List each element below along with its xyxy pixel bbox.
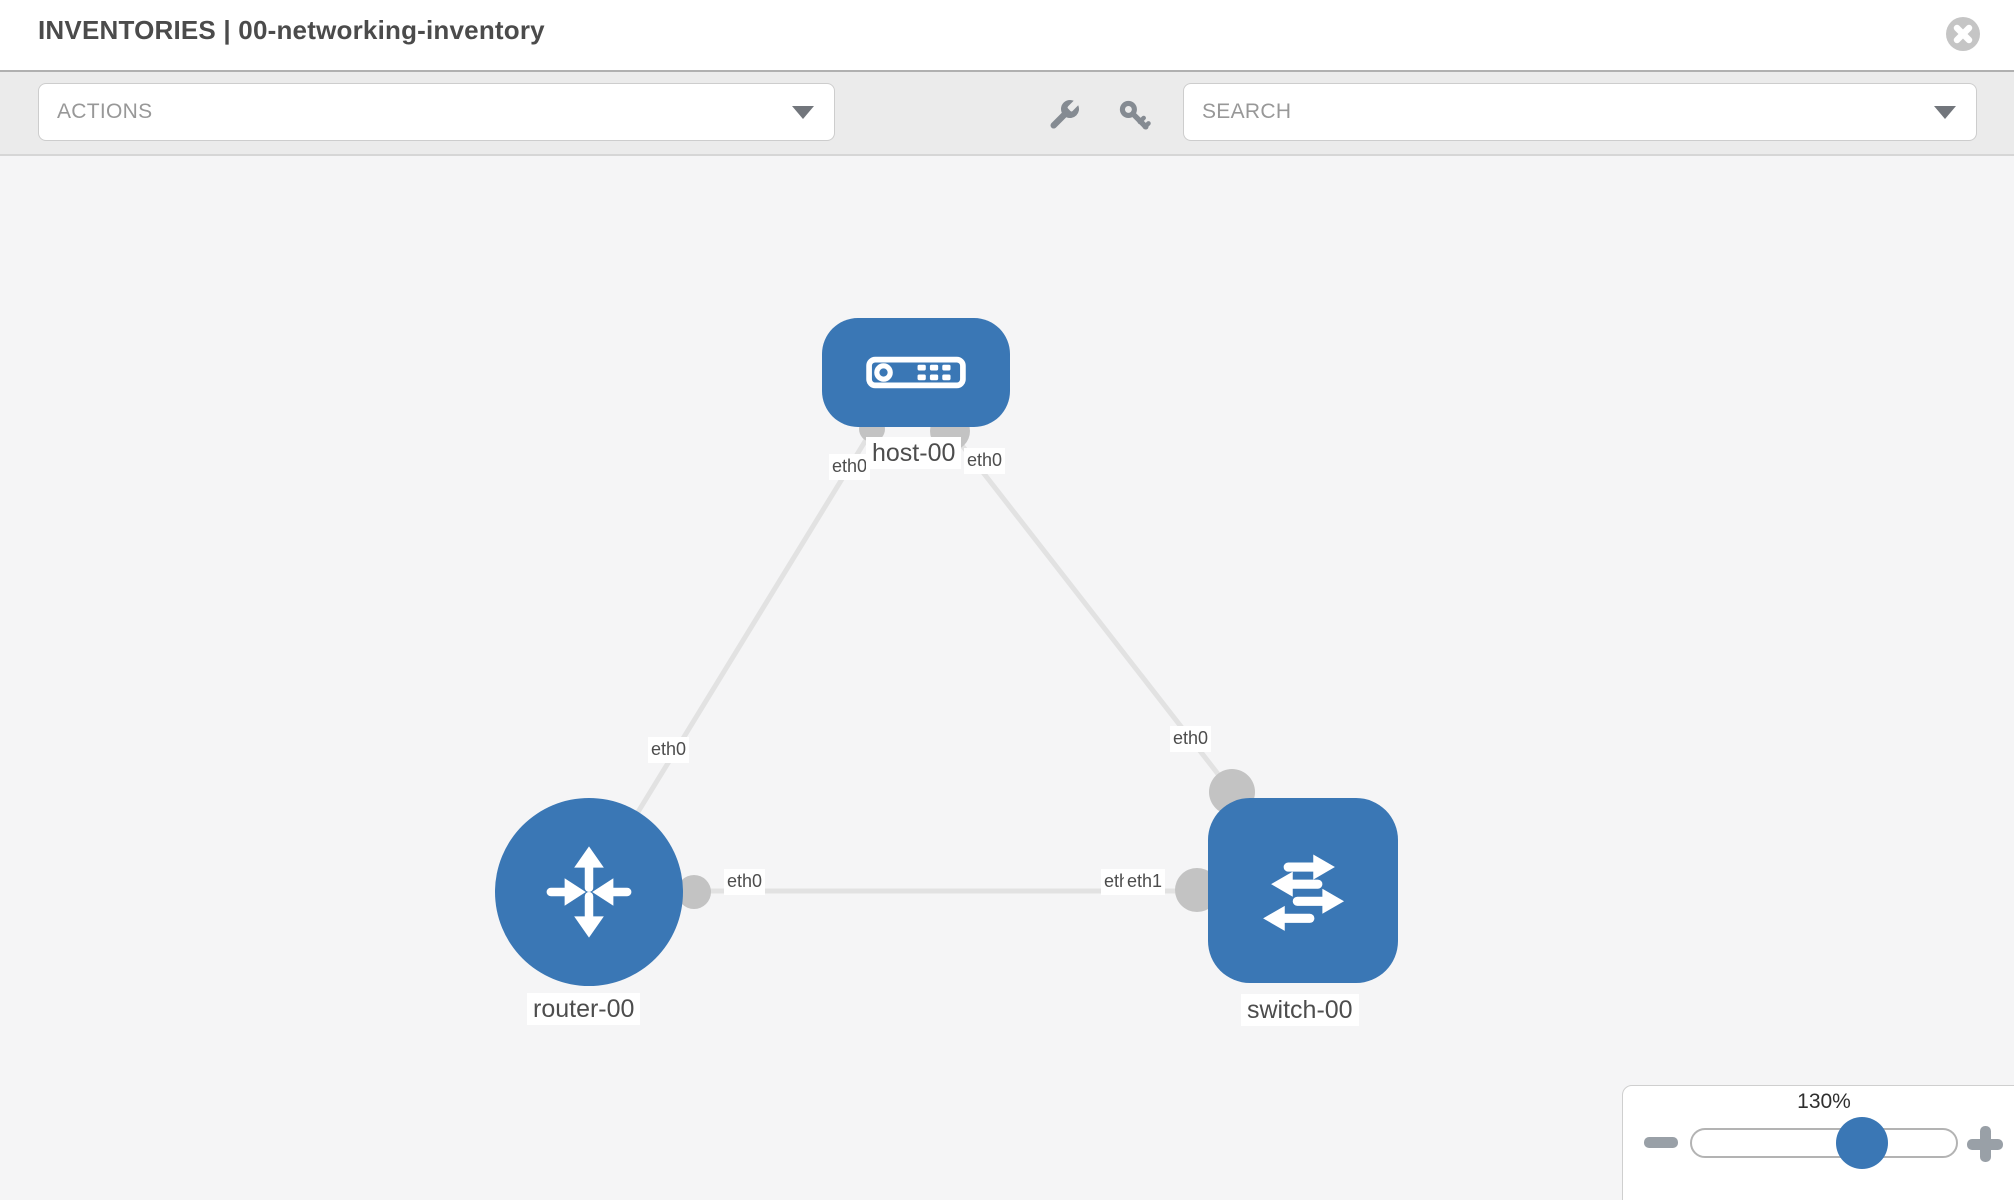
toolbar: ACTIONS SEARCH	[0, 72, 2014, 156]
zoom-slider-track[interactable]	[1690, 1128, 1958, 1158]
connector-router-switch	[677, 875, 711, 909]
node-label-switch: switch-00	[1241, 994, 1359, 1026]
interface-label-switch-left: eth1	[1124, 869, 1166, 895]
node-router-00[interactable]	[495, 798, 683, 986]
wrench-icon[interactable]	[1046, 97, 1082, 133]
zoom-in-button[interactable]	[1967, 1126, 2003, 1162]
zoom-slider-thumb[interactable]	[1836, 1117, 1888, 1169]
chevron-down-icon	[1934, 106, 1956, 119]
node-host-00[interactable]	[822, 318, 1010, 427]
close-button[interactable]	[1946, 17, 1980, 51]
actions-dropdown[interactable]: ACTIONS	[38, 83, 835, 141]
node-label-router: router-00	[527, 993, 641, 1025]
close-icon	[1953, 24, 1973, 44]
zoom-out-button[interactable]	[1644, 1137, 1678, 1148]
node-label-host: host-00	[866, 437, 962, 469]
interface-label-switch-top: eth0	[1170, 726, 1212, 752]
interface-label-router-right: eth0	[724, 869, 766, 895]
node-switch-00[interactable]	[1208, 798, 1398, 983]
page-title: INVENTORIES | 00-networking-inventory	[38, 15, 545, 45]
interface-label-host-right: eth0	[964, 448, 1006, 474]
chevron-down-icon	[792, 106, 814, 119]
search-dropdown-placeholder: SEARCH	[1202, 100, 1292, 123]
header: INVENTORIES | 00-networking-inventory	[0, 0, 2014, 72]
switch-icon	[1263, 854, 1345, 931]
actions-dropdown-label: ACTIONS	[57, 100, 153, 123]
interface-label-router-top: eth0	[648, 737, 690, 763]
key-icon[interactable]	[1117, 98, 1153, 134]
host-icon	[866, 356, 966, 389]
router-icon	[546, 846, 632, 938]
zoom-level-value: 130%	[1797, 1090, 1851, 1113]
interface-label-host-left: eth0	[829, 454, 871, 480]
search-dropdown[interactable]: SEARCH	[1183, 83, 1977, 141]
